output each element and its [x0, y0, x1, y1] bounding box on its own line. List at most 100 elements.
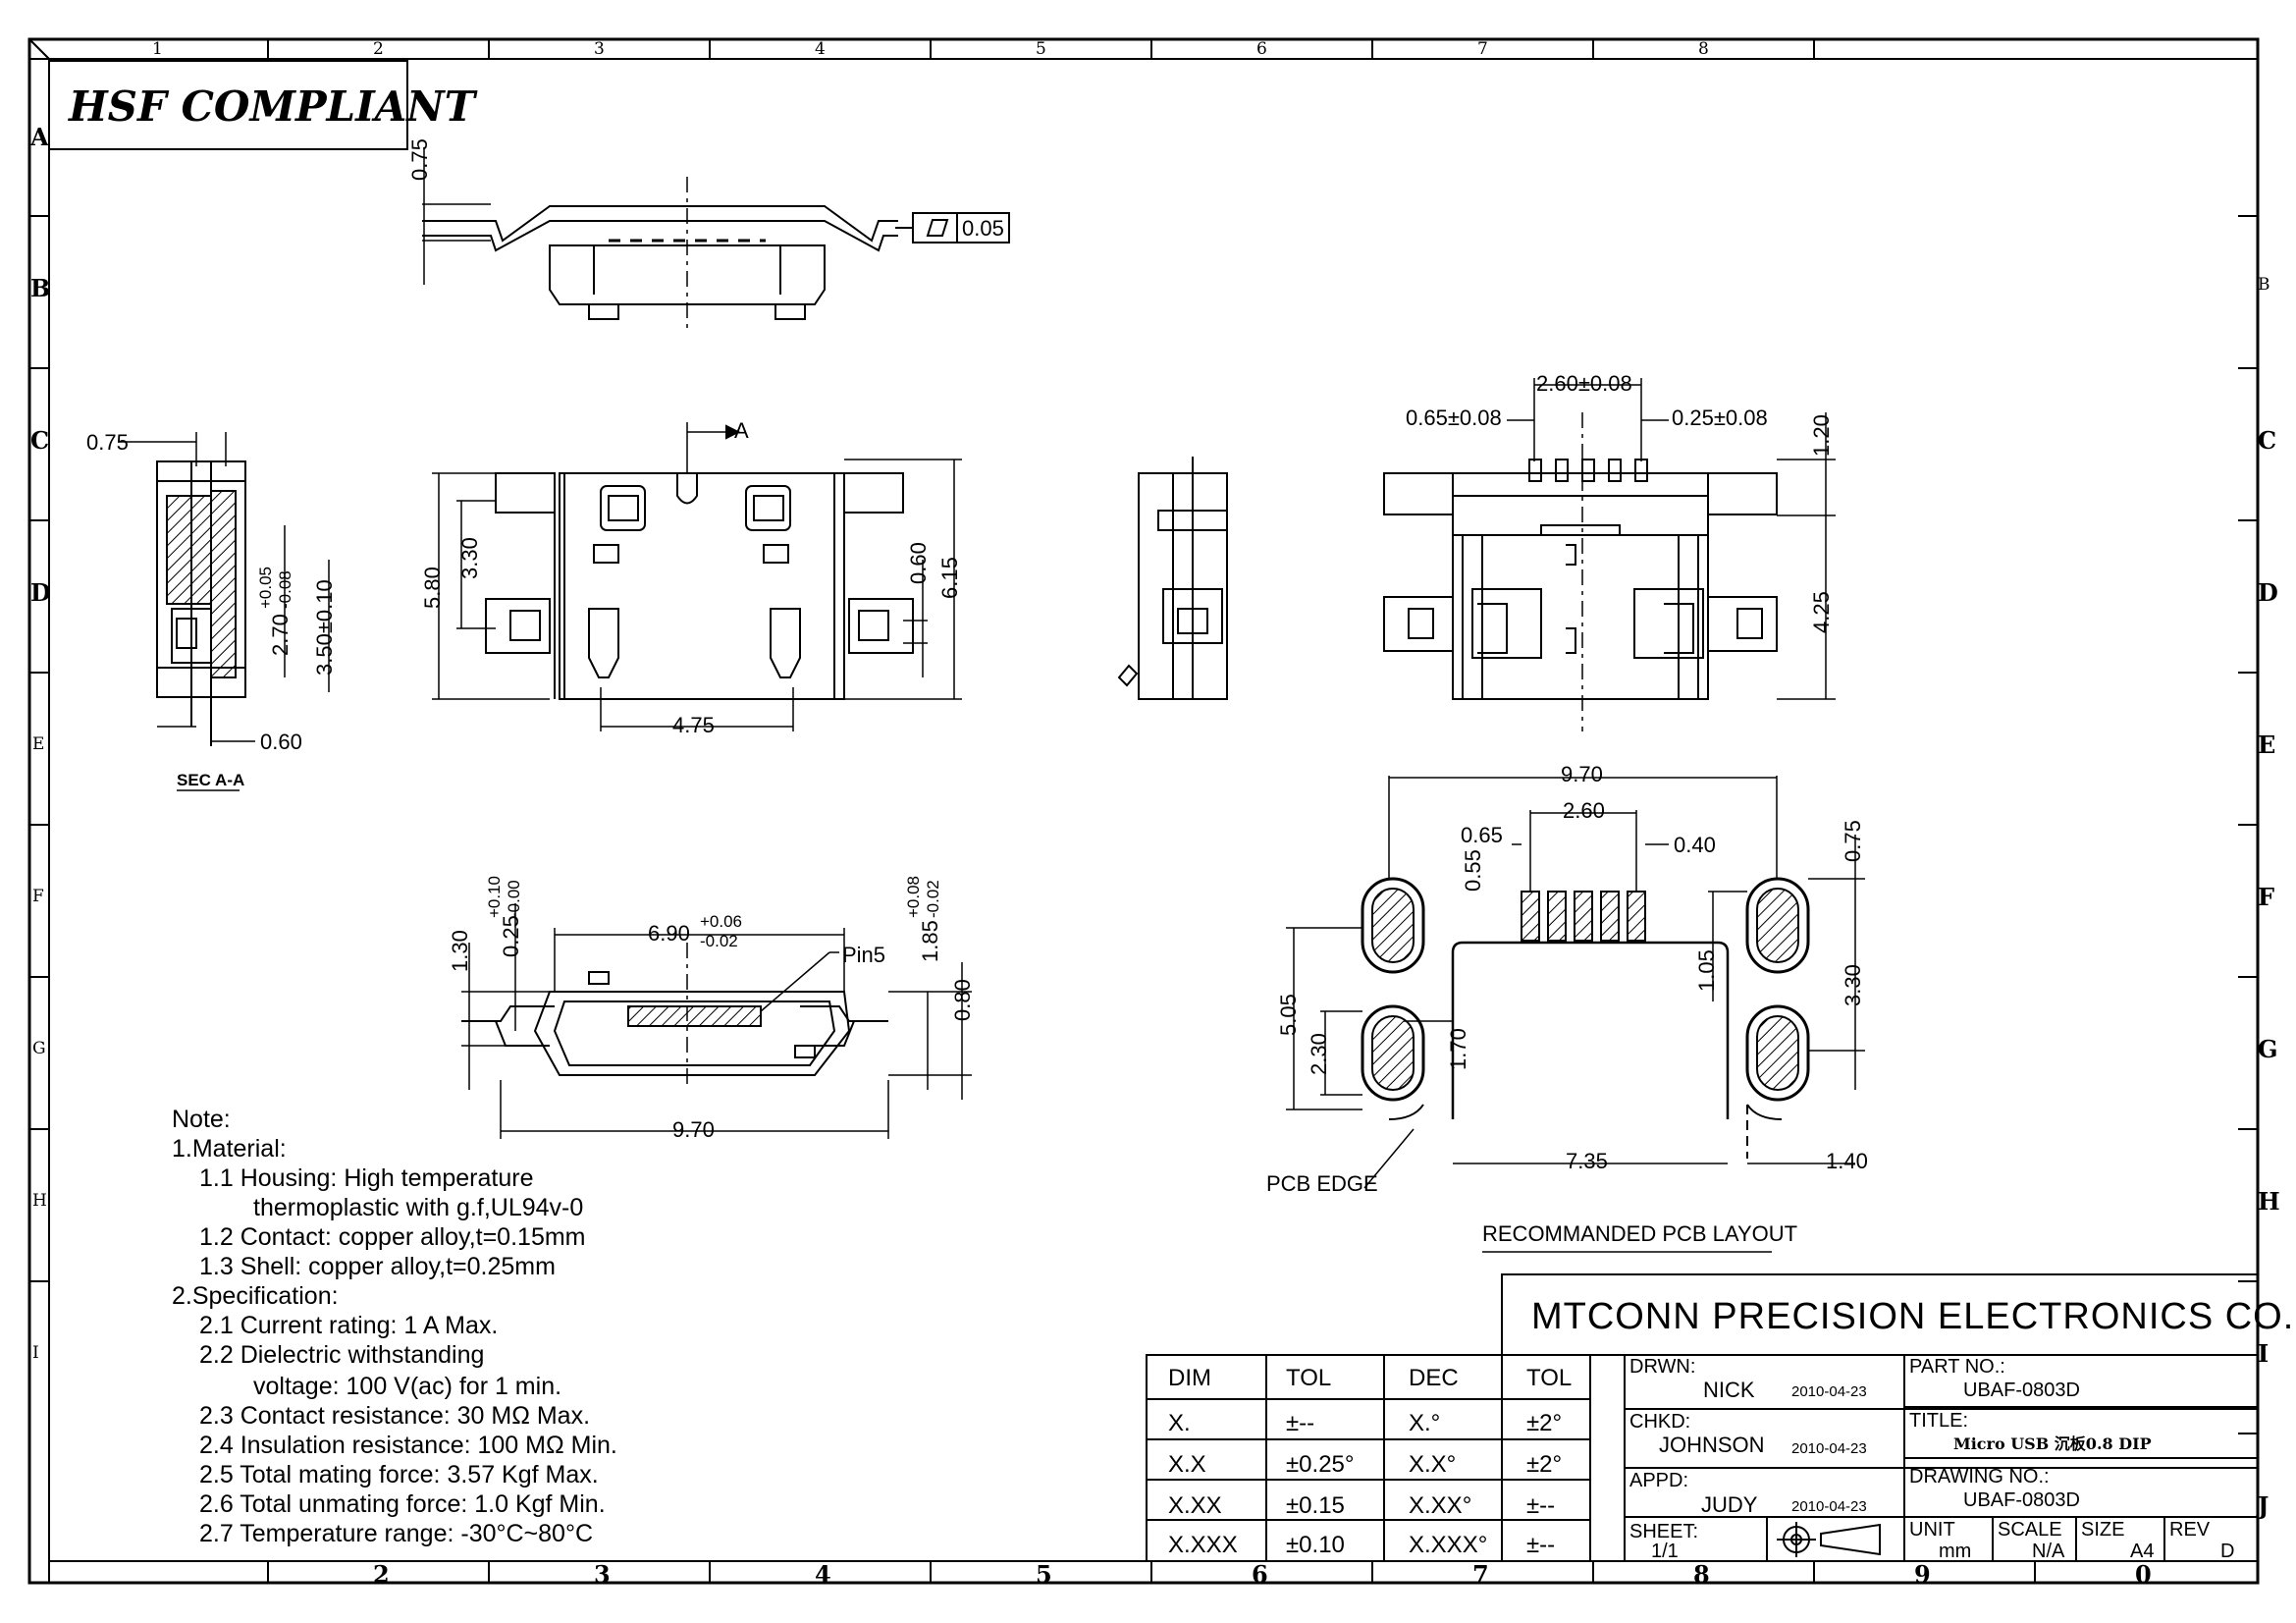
part-no-label: PART NO.: [1909, 1356, 2005, 1378]
grid-bottom-0: 0 [2135, 1560, 2152, 1589]
grid-col-8: 8 [1698, 39, 1709, 59]
note-line: 2.7 Temperature range: -30°C~80°C [199, 1520, 594, 1547]
appd-label: APPD: [1629, 1470, 1689, 1491]
pcb-dim-105: 1.05 [1694, 949, 1719, 992]
grid-right-g: G [2258, 1035, 2278, 1063]
flatness-value: 0.05 [962, 216, 1004, 241]
grid-col-7: 7 [1477, 39, 1488, 59]
pcb-edge-label: PCB EDGE [1266, 1171, 1378, 1196]
tol-cell: X.X° [1409, 1451, 1457, 1478]
scale-value: N/A [2032, 1541, 2065, 1562]
grid-row-g: G [32, 1039, 46, 1058]
sec-dim-075: 0.75 [86, 430, 129, 455]
note-line: 2.2 Dielectric withstanding [199, 1341, 485, 1369]
tol-cell: X.XX [1168, 1492, 1222, 1519]
tol-cell: ±2° [1526, 1410, 1563, 1436]
note-line: 2.6 Total unmating force: 1.0 Kgf Min. [199, 1490, 606, 1518]
grid-right-h: H [2258, 1187, 2280, 1216]
pcb-dim-055: 0.55 [1461, 849, 1485, 892]
bottom-view-drawing [1383, 378, 1836, 731]
plan-dim-060: 0.60 [906, 542, 931, 584]
grid-row-d: D [30, 578, 51, 607]
chkd-name: JOHNSON [1659, 1433, 1765, 1457]
tol-cell: X.XXX [1168, 1532, 1238, 1558]
tol-cell: ±-- [1286, 1410, 1315, 1436]
grid-right-b: B [2258, 275, 2270, 295]
bv-dim-425: 4.25 [1809, 591, 1834, 633]
note-line: 1.1 Housing: High temperature [199, 1164, 534, 1192]
sec-dim-270-minus: -0.08 [276, 570, 294, 609]
note-line: thermoplastic with g.f,UL94v-0 [253, 1194, 584, 1221]
top-view-drawing [422, 147, 1010, 334]
fv-dim-185-plus: +0.08 [904, 875, 923, 918]
tol-cell: ±0.10 [1286, 1532, 1345, 1558]
appd-date: 2010-04-23 [1791, 1498, 1867, 1515]
front-view-drawing [461, 903, 972, 1139]
note-line: voltage: 100 V(ac) for 1 min. [253, 1373, 562, 1400]
grid-ticks-bottom [267, 1561, 2036, 1583]
tol-cell: X.X [1168, 1451, 1206, 1478]
pcb-dim-735: 7.35 [1566, 1149, 1608, 1173]
pcb-dim-170: 1.70 [1446, 1028, 1470, 1070]
bv-dim-025: 0.25±0.08 [1672, 406, 1768, 430]
fv-pin5-label: Pin5 [842, 943, 886, 967]
pcb-dim-140: 1.40 [1826, 1149, 1868, 1173]
grid-right-d: D [2258, 578, 2278, 607]
unit-value: mm [1939, 1541, 1972, 1562]
tol-cell: X.XXX° [1409, 1532, 1488, 1558]
grid-row-e: E [32, 734, 45, 754]
note-line: 1.2 Contact: copper alloy,t=0.15mm [199, 1223, 586, 1251]
scale-label: SCALE [1998, 1519, 2062, 1541]
grid-ticks-left [29, 215, 49, 1282]
pcb-dim-260: 2.60 [1563, 798, 1605, 823]
grid-col-3: 3 [594, 39, 605, 59]
fv-dim-025-minus: -0.00 [505, 880, 523, 918]
grid-col-4: 4 [815, 39, 826, 59]
bv-dim-120: 1.20 [1809, 414, 1834, 457]
grid-bottom-7: 7 [1472, 1560, 1489, 1589]
grid-col-6: 6 [1256, 39, 1267, 59]
fv-dim-185-minus: -0.02 [924, 880, 942, 918]
notes-heading: Note: [172, 1106, 231, 1133]
note-line: 2.4 Insulation resistance: 100 MΩ Min. [199, 1432, 617, 1459]
top-view-dim-075: 0.75 [407, 138, 432, 181]
title-label: TITLE: [1909, 1410, 1969, 1432]
sheet-label: SHEET: [1629, 1521, 1699, 1542]
tol-header: DEC [1409, 1365, 1459, 1391]
grid-right-e: E [2258, 730, 2276, 759]
grid-bottom-4: 4 [815, 1560, 831, 1589]
rev-value: D [2220, 1541, 2235, 1562]
pcb-layout-title: RECOMMANDED PCB LAYOUT [1482, 1221, 1798, 1246]
chkd-date: 2010-04-23 [1791, 1440, 1867, 1457]
grid-row-i: I [32, 1343, 39, 1363]
sec-dim-270-plus: +0.05 [256, 566, 275, 609]
drawing-no-label: DRAWING NO.: [1909, 1466, 2050, 1488]
grid-row-a: A [30, 123, 49, 151]
grid-row-f: F [32, 887, 44, 906]
tol-cell: ±-- [1526, 1532, 1556, 1558]
size-label: SIZE [2081, 1519, 2125, 1541]
fv-dim-130: 1.30 [448, 930, 472, 972]
fv-dim-185: 1.85 [918, 920, 942, 962]
grid-row-c: C [30, 426, 50, 455]
drwn-name: NICK [1703, 1378, 1755, 1402]
plan-dim-330: 3.30 [457, 537, 482, 579]
pcb-dim-075: 0.75 [1841, 820, 1865, 862]
plan-view-drawing [432, 422, 962, 731]
fv-dim-690-plus: +0.06 [700, 912, 743, 931]
grid-right-c: C [2258, 426, 2277, 455]
tol-cell: ±0.15 [1286, 1492, 1345, 1519]
drawing-no-value: UBAF-0803D [1963, 1489, 2080, 1511]
rev-label: REV [2169, 1519, 2211, 1541]
title-block-grid [1501, 1273, 2259, 1562]
projection-cone [1820, 1523, 1881, 1556]
pcb-dim-040: 0.40 [1674, 833, 1716, 857]
grid-ticks-top [267, 39, 1815, 59]
size-value: A4 [2130, 1541, 2155, 1562]
fv-dim-690-minus: -0.02 [700, 932, 738, 950]
plan-dim-615: 6.15 [937, 557, 962, 599]
pcb-layout-drawing [1286, 776, 1865, 1253]
plan-dim-475: 4.75 [672, 713, 715, 737]
tol-header: DIM [1168, 1365, 1211, 1391]
note-line: 1.Material: [172, 1135, 287, 1163]
